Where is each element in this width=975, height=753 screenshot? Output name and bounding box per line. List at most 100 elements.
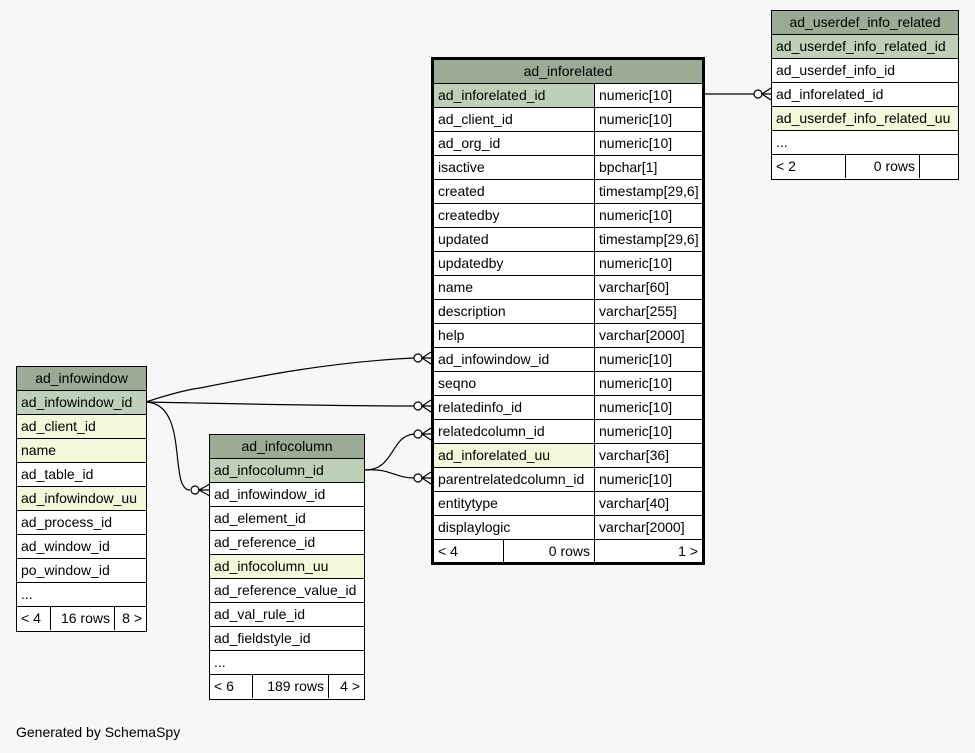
column-row[interactable]: entitytype varchar[40]	[434, 492, 702, 516]
column-row[interactable]: help varchar[2000]	[434, 324, 702, 348]
table-name[interactable]: ad_infowindow	[17, 367, 146, 390]
column-row[interactable]: ad_infocolumn_id	[210, 459, 364, 483]
column-name: ad_userdef_info_related_uu	[772, 107, 958, 130]
column-type: numeric[10]	[594, 204, 702, 227]
column-name: ad_process_id	[21, 514, 113, 530]
column-name: entitytype	[438, 495, 498, 511]
column-name: ad_reference_id	[214, 534, 316, 550]
column-row[interactable]: ad_infowindow_uu	[17, 487, 146, 511]
parents-count[interactable]: < 2	[776, 158, 796, 174]
column-row[interactable]: po_window_id	[17, 559, 146, 583]
column-type: bpchar[1]	[594, 156, 702, 179]
column-row[interactable]: ad_reference_value_id	[210, 579, 364, 603]
column-name: description	[438, 303, 506, 319]
column-type: varchar[2000]	[594, 324, 702, 347]
column-name: displaylogic	[438, 519, 511, 535]
column-row[interactable]: ...	[772, 131, 958, 155]
column-type: numeric[10]	[594, 252, 702, 275]
edge-infocolumn-to-inforelated-parent	[364, 469, 415, 479]
column-row[interactable]: ad_fieldstyle_id	[210, 627, 364, 651]
column-name: ad_inforelated_id	[434, 84, 594, 107]
column-row[interactable]: parentrelatedcolumn_id numeric[10]	[434, 468, 702, 492]
column-row[interactable]: ad_userdef_info_related_uu	[772, 107, 958, 131]
table-name[interactable]: ad_userdef_info_related	[772, 11, 958, 34]
row-count: 16 rows	[50, 607, 114, 630]
column-name: ad_org_id	[438, 135, 501, 151]
column-name: ad_infocolumn_uu	[210, 555, 364, 578]
children-count[interactable]	[919, 155, 958, 178]
table-name[interactable]: ad_inforelated	[434, 60, 702, 83]
column-name: created	[438, 183, 485, 199]
column-name: ad_userdef_info_related_id	[772, 35, 958, 58]
column-row[interactable]: ad_reference_id	[210, 531, 364, 555]
column-type: numeric[10]	[594, 132, 702, 155]
column-row[interactable]: ad_inforelated_id	[772, 83, 958, 107]
column-name: ad_infowindow_id	[214, 486, 326, 502]
column-name: name	[438, 279, 474, 295]
table-header: ad_infowindow	[17, 367, 146, 391]
column-name: ad_infowindow_uu	[17, 487, 146, 510]
column-name: ad_inforelated_uu	[434, 444, 594, 467]
column-row[interactable]: ad_infowindow_id	[210, 483, 364, 507]
column-name: ad_client_id	[438, 111, 513, 127]
column-name: ad_infowindow_id	[438, 351, 550, 367]
parents-count[interactable]: < 4	[438, 543, 458, 559]
column-type: varchar[36]	[594, 444, 702, 467]
table-name[interactable]: ad_infocolumn	[210, 435, 364, 458]
column-row[interactable]: ad_client_id numeric[10]	[434, 108, 702, 132]
column-row[interactable]: ad_infocolumn_uu	[210, 555, 364, 579]
column-type: numeric[10]	[594, 372, 702, 395]
column-name: ...	[776, 134, 788, 150]
column-type: varchar[60]	[594, 276, 702, 299]
edge-infowindow-to-infocolumn	[145, 401, 191, 491]
column-row[interactable]: ad_infowindow_id	[17, 391, 146, 415]
parents-count[interactable]: < 6	[214, 678, 234, 694]
column-type: numeric[10]	[594, 468, 702, 491]
column-row[interactable]: ...	[210, 651, 364, 675]
column-type: varchar[40]	[594, 492, 702, 515]
column-row[interactable]: ad_userdef_info_id	[772, 59, 958, 83]
column-row[interactable]: name	[17, 439, 146, 463]
column-type: numeric[10]	[594, 108, 702, 131]
column-name: ...	[21, 586, 33, 602]
column-name: updated	[438, 231, 489, 247]
column-row[interactable]: ad_window_id	[17, 535, 146, 559]
column-row[interactable]: seqno numeric[10]	[434, 372, 702, 396]
column-row[interactable]: ...	[17, 583, 146, 607]
parents-count[interactable]: < 4	[21, 610, 41, 626]
children-count[interactable]: 4 >	[328, 675, 364, 698]
column-row[interactable]: ad_element_id	[210, 507, 364, 531]
column-row[interactable]: ad_userdef_info_related_id	[772, 35, 958, 59]
table-header: ad_userdef_info_related	[772, 11, 958, 35]
table-header: ad_infocolumn	[210, 435, 364, 459]
column-row[interactable]: ad_org_id numeric[10]	[434, 132, 702, 156]
column-row[interactable]: ad_val_rule_id	[210, 603, 364, 627]
column-name: seqno	[438, 375, 477, 391]
column-name: help	[438, 327, 465, 343]
column-row[interactable]: ad_infowindow_id numeric[10]	[434, 348, 702, 372]
column-name: parentrelatedcolumn_id	[438, 471, 585, 487]
children-count[interactable]: 1 >	[594, 540, 702, 563]
column-row[interactable]: ad_client_id	[17, 415, 146, 439]
column-type: numeric[10]	[594, 348, 702, 371]
column-row[interactable]: ad_process_id	[17, 511, 146, 535]
column-row[interactable]: name varchar[60]	[434, 276, 702, 300]
children-count[interactable]: 8 >	[114, 607, 146, 630]
column-row[interactable]: ad_table_id	[17, 463, 146, 487]
